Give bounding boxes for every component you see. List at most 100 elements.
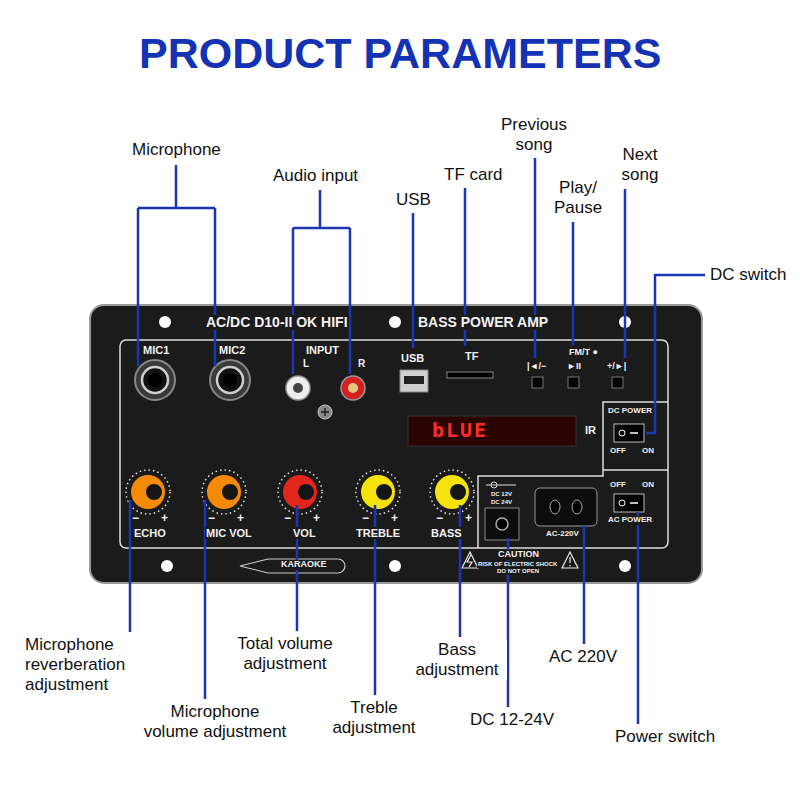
board-plate bbox=[90, 305, 702, 583]
switch-mark bbox=[619, 500, 625, 506]
knob-sign: − bbox=[435, 512, 444, 525]
dc-jack-hole bbox=[496, 518, 508, 530]
warning-text: RISK OF ELECTRIC SHOCK bbox=[477, 561, 558, 568]
knob-label: BASS bbox=[430, 527, 463, 539]
callout-label: Play/ Pause bbox=[547, 178, 609, 218]
led-display bbox=[408, 416, 576, 446]
callout-label: Microphone volume adjustment bbox=[142, 702, 288, 742]
mic-vol-knob bbox=[207, 475, 241, 509]
knob-scale bbox=[202, 470, 246, 514]
port-label: INPUT bbox=[305, 344, 340, 356]
leader-line bbox=[624, 189, 627, 358]
screw bbox=[318, 405, 332, 419]
leader-line bbox=[646, 275, 705, 433]
knob-scale bbox=[126, 470, 170, 514]
switch-label: OFF bbox=[609, 447, 627, 456]
jack-label: DC 24V bbox=[490, 499, 513, 506]
knob-sign: − bbox=[361, 512, 370, 525]
leader-line bbox=[459, 505, 462, 637]
karaoke-badge bbox=[240, 559, 345, 573]
leader-lines bbox=[130, 158, 705, 724]
leader-line bbox=[138, 165, 215, 366]
mounting-hole bbox=[389, 316, 401, 328]
callout-label: Power switch bbox=[615, 727, 715, 747]
warning-text: CAUTION bbox=[497, 550, 540, 560]
leader-line bbox=[637, 512, 640, 724]
knob-sign: + bbox=[464, 512, 473, 525]
leader-line bbox=[412, 213, 415, 348]
mounting-hole bbox=[389, 560, 401, 572]
knob-label: MIC VOL bbox=[205, 527, 253, 539]
mic-jack bbox=[135, 360, 175, 400]
jack-hole bbox=[148, 373, 162, 387]
display-readout: bLUE bbox=[432, 419, 488, 441]
button-label: |◄/− bbox=[526, 362, 547, 372]
switch-mark bbox=[619, 430, 625, 436]
jack-ring bbox=[217, 367, 243, 393]
knob-sign: + bbox=[312, 512, 321, 525]
knob-scale bbox=[356, 470, 400, 514]
rca-pin bbox=[348, 383, 358, 393]
callout-label: TF card bbox=[444, 165, 503, 185]
usb-port bbox=[400, 370, 428, 392]
jack-label: DC 12V bbox=[490, 491, 513, 498]
knob-shaft bbox=[298, 484, 314, 500]
leader-line bbox=[572, 222, 575, 345]
jack-nut bbox=[135, 360, 175, 400]
button-label: ►II bbox=[566, 362, 582, 372]
callout-label: Total volume adjustment bbox=[220, 634, 350, 674]
board-model-text: AC/DC D10-II OK HIFI bbox=[205, 315, 349, 330]
jack-label: AC-220V bbox=[545, 530, 580, 539]
button bbox=[568, 377, 579, 388]
knob-label: VOL bbox=[292, 527, 317, 539]
vol-knob bbox=[283, 475, 317, 509]
screw-slot bbox=[321, 408, 329, 416]
jack-ring bbox=[142, 367, 168, 393]
badge-text: KARAOKE bbox=[280, 560, 328, 570]
knob-shaft bbox=[450, 484, 466, 500]
caution-symbol bbox=[562, 552, 578, 568]
rca-pin bbox=[293, 383, 303, 393]
knob-sign: + bbox=[390, 512, 399, 525]
echo-knob bbox=[131, 475, 165, 509]
board-model-text: BASS POWER AMP bbox=[417, 315, 549, 330]
shock-warning-symbol bbox=[462, 552, 478, 568]
knob-label: TREBLE bbox=[355, 527, 401, 539]
button bbox=[532, 377, 543, 388]
port-label: MIC2 bbox=[218, 344, 246, 356]
knob-sign: − bbox=[207, 512, 216, 525]
knob-scale bbox=[278, 470, 322, 514]
callout-label: Next song bbox=[610, 145, 670, 185]
mounting-hole bbox=[161, 560, 173, 572]
callout-label: DC switch bbox=[710, 265, 787, 285]
panel-outline bbox=[120, 340, 668, 548]
knob-sign: − bbox=[131, 512, 140, 525]
ac-pin bbox=[550, 500, 560, 514]
treble-knob bbox=[361, 475, 395, 509]
callout-label: Treble adjustment bbox=[324, 698, 424, 738]
page-title: PRODUCT PARAMETERS bbox=[139, 30, 661, 77]
dc-jack bbox=[485, 508, 519, 540]
button-label: +/►| bbox=[606, 362, 627, 372]
tf-slot bbox=[447, 372, 493, 378]
switch-label: DC POWER bbox=[607, 407, 653, 416]
ac-pin bbox=[572, 500, 582, 514]
button-label: FM/T ● bbox=[568, 348, 599, 358]
ac-socket bbox=[535, 488, 597, 526]
switch-label: OFF bbox=[609, 481, 627, 490]
bass-knob bbox=[435, 475, 469, 509]
leader-line bbox=[293, 190, 350, 374]
usb-slot bbox=[404, 376, 424, 384]
leader-line bbox=[583, 526, 586, 644]
knob-shaft bbox=[146, 484, 162, 500]
rca-jack-red bbox=[341, 376, 365, 400]
callout-label: USB bbox=[396, 190, 431, 210]
callout-label: Audio input bbox=[273, 166, 358, 186]
callout-label: DC 12-24V bbox=[470, 710, 554, 730]
knob-sign: − bbox=[283, 512, 292, 525]
jack-hole bbox=[223, 373, 237, 387]
mounting-holes bbox=[159, 316, 631, 572]
port-label: R bbox=[357, 358, 366, 369]
knob-sign: + bbox=[160, 512, 169, 525]
switch-label: ON bbox=[641, 447, 655, 456]
